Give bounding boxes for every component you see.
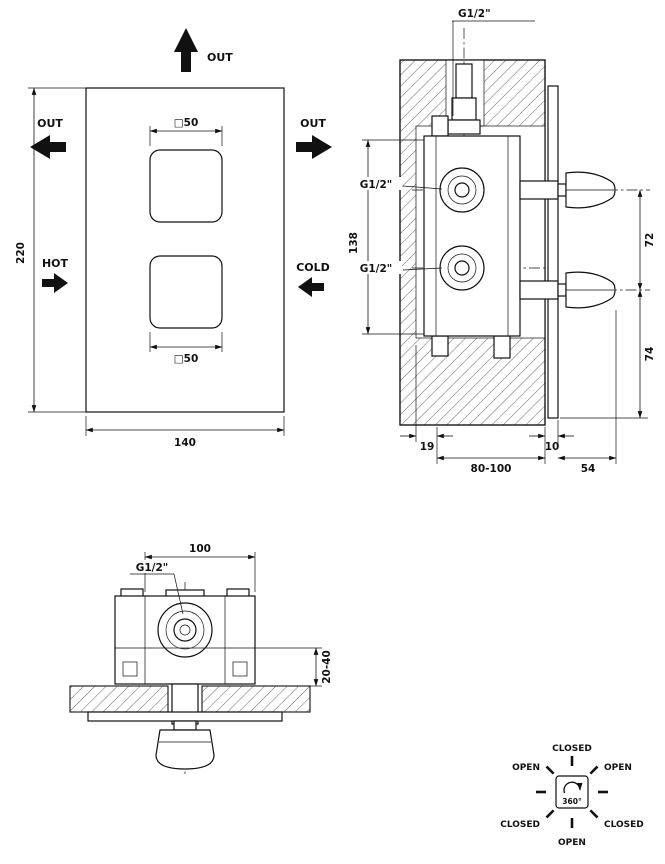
dim-100: 100 [144, 543, 256, 592]
dim-54-label: 54 [581, 463, 596, 475]
dim-10-label: 10 [545, 441, 560, 453]
dim-74-label: 74 [644, 347, 656, 362]
g12-topview-callout: G1/2" [128, 560, 184, 615]
valve-body-top [114, 588, 256, 685]
control-square-top [149, 149, 223, 223]
cold-label: COLD [296, 261, 330, 274]
dim-72-74: 72 74 [560, 189, 656, 419]
dim-sq50-bottom-label: □50 [174, 353, 199, 365]
stem-bottom [519, 280, 559, 300]
g12-top-callout: G1/2" [452, 8, 535, 116]
stem-top [519, 180, 559, 200]
pos-open-upper-right: OPEN [604, 763, 632, 773]
front-view: OUT OUT OUT HOT COLD 220 140 □50 [15, 28, 332, 449]
handle-top [557, 171, 616, 209]
flow-arrow-right-icon [296, 135, 332, 159]
dim-220-label: 220 [15, 242, 27, 264]
dim-20-40: 20-40 [255, 647, 333, 687]
hot-label: HOT [42, 257, 69, 270]
rotation-360-label: 360° [562, 797, 582, 806]
wall-band-right [201, 685, 311, 713]
escutcheon-plate [547, 85, 559, 419]
dim-138: 138 [348, 139, 424, 335]
dim-square-bottom: □50 [149, 332, 223, 365]
top-outlet-pipe [447, 63, 481, 135]
handle-bottom [557, 271, 616, 309]
hot-arrow-icon [42, 273, 68, 293]
pos-closed-top: CLOSED [552, 744, 592, 754]
handle-side [155, 720, 215, 770]
pos-open-bottom: OPEN [558, 838, 586, 848]
rotation-arrow-icon [563, 781, 583, 794]
dim-138-label: 138 [348, 232, 360, 254]
out-left-label: OUT [37, 117, 63, 130]
dim-100-label: 100 [189, 543, 211, 555]
dim-80-100-label: 80-100 [471, 463, 512, 475]
dim-140-label: 140 [174, 437, 196, 449]
dim-140: 140 [85, 416, 285, 449]
out-right-label: OUT [300, 117, 326, 130]
out-top-label: OUT [207, 51, 233, 64]
dim-19-label: 19 [420, 441, 435, 453]
g12-topview-label: G1/2" [136, 562, 169, 574]
escutcheon-plate-edge [87, 711, 283, 722]
flow-arrow-left-icon [30, 135, 66, 159]
dim-20-40-label: 20-40 [321, 650, 333, 684]
pos-open-upper-left: OPEN [512, 763, 540, 773]
g12-cold-label: G1/2" [360, 263, 393, 275]
g12-hot-callout: G1/2" [350, 177, 443, 191]
cold-arrow-icon [298, 277, 324, 297]
hot-port-circle [439, 167, 485, 213]
g12-cold-callout: G1/2" [350, 261, 443, 275]
section-view: G1/2" 138 G1/2" G1/2" 72 74 [348, 8, 656, 475]
wall-band-left [69, 685, 169, 713]
pos-closed-lower-left: CLOSED [500, 820, 540, 830]
plate-outline [85, 87, 285, 413]
valve-body [423, 115, 521, 359]
dim-square-top: □50 [149, 117, 223, 146]
g12-top-label: G1/2" [458, 8, 491, 20]
dim-72-label: 72 [644, 233, 656, 248]
control-square-bottom [149, 255, 223, 329]
flow-arrow-up-icon [174, 28, 198, 72]
dim-bottom-row: 19 10 80-100 54 [400, 310, 617, 475]
pos-closed-lower-right: CLOSED [604, 820, 644, 830]
dim-sq50-top-label: □50 [174, 117, 199, 129]
top-view: 100 G1/2" 20-40 [69, 543, 333, 775]
rotation-diagram: 360° CLOSED OPEN OPEN CLOSED CLOSED OPEN [500, 744, 644, 848]
top-port-circle [157, 602, 213, 658]
g12-hot-label: G1/2" [360, 179, 393, 191]
dim-220: 220 [15, 87, 86, 413]
